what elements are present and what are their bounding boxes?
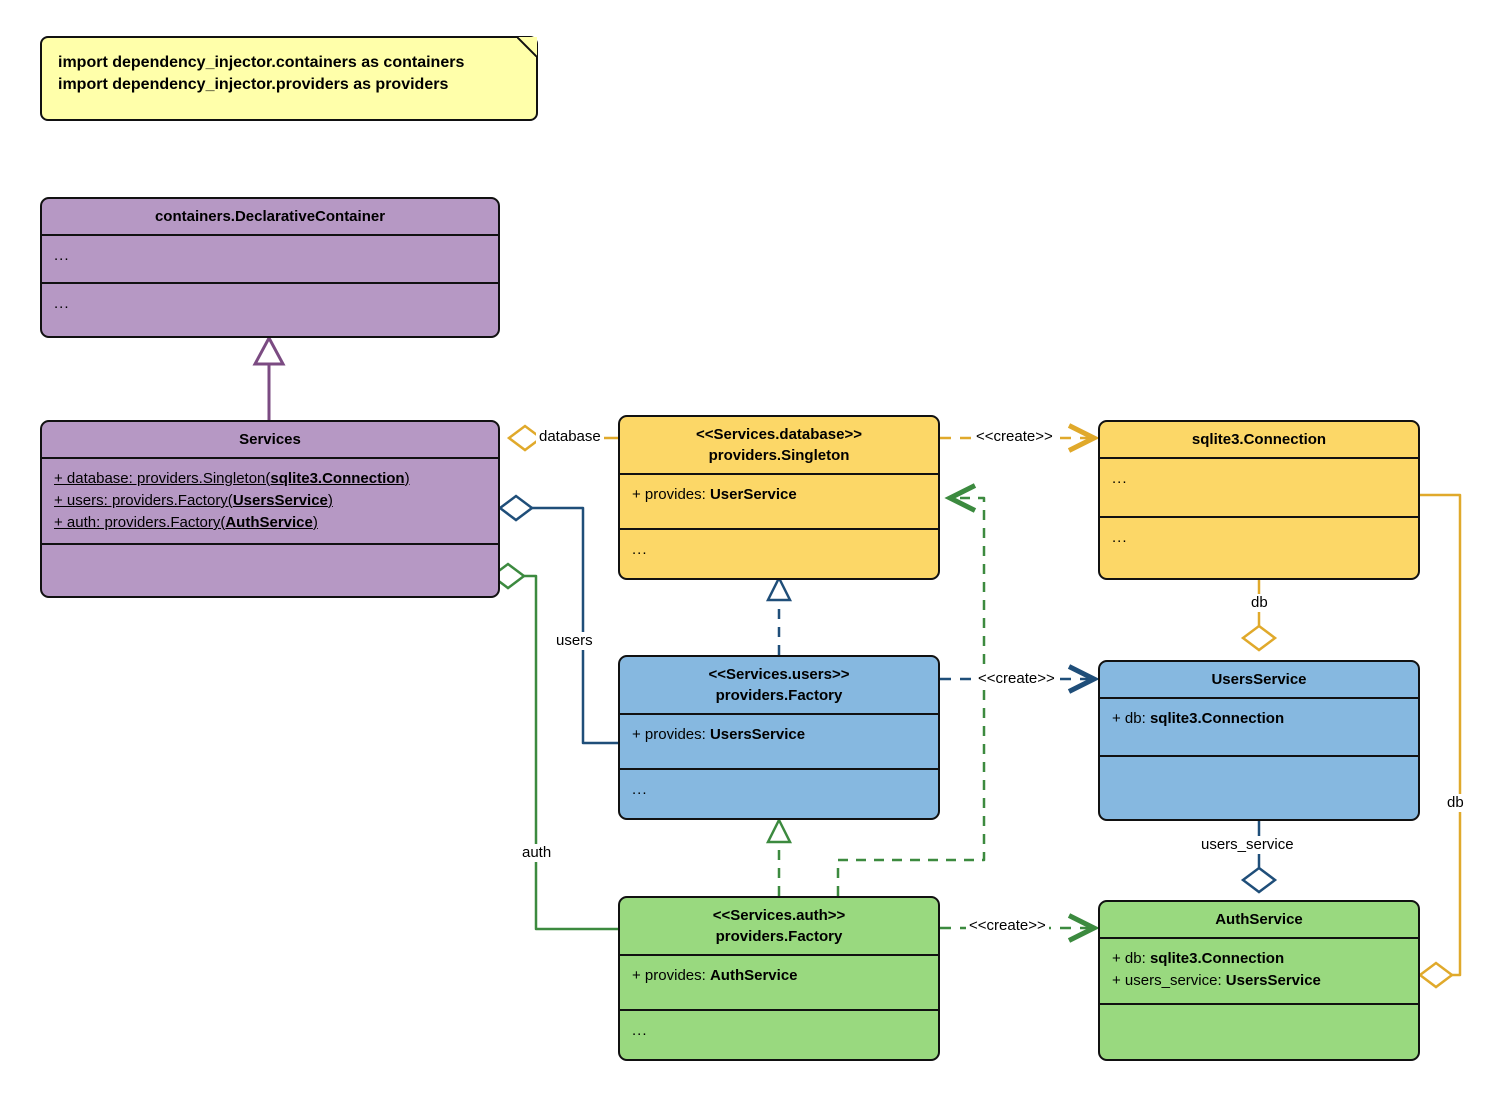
class-services-auth-provider-operations: ... bbox=[620, 1009, 938, 1059]
class-sqlite3-connection-attributes: ... bbox=[1112, 470, 1128, 487]
edge-generalization-services-declarativecontainer bbox=[252, 334, 286, 420]
class-services-users-provider-title: <<Services.users>> providers.Factory bbox=[620, 657, 938, 715]
attr-db: + db: sqlite3.Connection bbox=[1112, 710, 1285, 727]
class-services-attr-users: + users: providers.Factory(UsersService) bbox=[54, 492, 333, 509]
edge-label-create-database: <<create>> bbox=[973, 428, 1056, 446]
edge-dependency-users-database bbox=[765, 575, 793, 655]
import-note: import dependency_injector.containers as… bbox=[40, 36, 538, 121]
class-declarativecontainer-operations: ... bbox=[42, 282, 498, 332]
class-services-users-provider-operations: ... bbox=[620, 768, 938, 818]
class-sqlite3-connection[interactable]: sqlite3.Connection ... ... bbox=[1098, 420, 1420, 580]
class-sqlite3-connection-operations: ... bbox=[1100, 516, 1418, 576]
class-services-auth-provider[interactable]: <<Services.auth>> providers.Factory + pr… bbox=[618, 896, 940, 1061]
class-services-database-provider-attributes: + provides: UserService bbox=[620, 475, 938, 528]
class-services-auth-provider-attributes: + provides: AuthService bbox=[620, 956, 938, 1009]
class-authservice-title: AuthService bbox=[1100, 902, 1418, 939]
edge-association-services-users bbox=[497, 494, 618, 745]
class-usersservice-operations bbox=[1100, 755, 1418, 815]
attr-provides: + provides: UsersService bbox=[632, 726, 806, 743]
class-usersservice[interactable]: UsersService + db: sqlite3.Connection bbox=[1098, 660, 1420, 821]
class-usersservice-title: UsersService bbox=[1100, 662, 1418, 699]
class-authservice-operations bbox=[1100, 1003, 1418, 1051]
class-name-label: providers.Factory bbox=[715, 687, 843, 704]
edge-label-db-authservice: db bbox=[1444, 794, 1467, 812]
class-usersservice-attributes: + db: sqlite3.Connection bbox=[1100, 699, 1418, 755]
class-declarativecontainer-attributes: ... bbox=[54, 247, 70, 264]
edge-association-db-authservice bbox=[1417, 493, 1462, 989]
class-services-title: Services bbox=[42, 422, 498, 459]
class-services-database-provider[interactable]: <<Services.database>> providers.Singleto… bbox=[618, 415, 940, 580]
class-services-users-provider[interactable]: <<Services.users>> providers.Factory + p… bbox=[618, 655, 940, 820]
import-note-line-1: import dependency_injector.containers as… bbox=[58, 54, 465, 71]
attr-db: + db: sqlite3.Connection bbox=[1112, 950, 1285, 967]
stereotype-label: <<Services.database>> bbox=[696, 426, 862, 443]
class-services-operations bbox=[42, 543, 498, 583]
edge-label-users-service: users_service bbox=[1198, 836, 1297, 854]
edge-association-services-auth bbox=[489, 562, 618, 931]
edge-label-db-usersservice: db bbox=[1248, 594, 1271, 612]
class-authservice[interactable]: AuthService + db: sqlite3.Connection + u… bbox=[1098, 900, 1420, 1061]
class-services-database-provider-title: <<Services.database>> providers.Singleto… bbox=[620, 417, 938, 475]
import-note-line-2: import dependency_injector.providers as … bbox=[58, 76, 449, 93]
class-services-users-provider-attributes: + provides: UsersService bbox=[620, 715, 938, 768]
edge-label-database: database bbox=[536, 428, 604, 446]
class-name-label: providers.Factory bbox=[715, 928, 843, 945]
attr-provides: + provides: AuthService bbox=[632, 967, 798, 984]
stereotype-label: <<Services.auth>> bbox=[712, 907, 846, 924]
class-declarativecontainer[interactable]: containers.DeclarativeContainer ... ... bbox=[40, 197, 500, 338]
class-services-database-provider-operations: ... bbox=[620, 528, 938, 578]
class-declarativecontainer-title: containers.DeclarativeContainer bbox=[42, 199, 498, 236]
edge-label-users: users bbox=[553, 632, 596, 650]
edge-association-db-usersservice bbox=[1240, 580, 1278, 652]
class-services[interactable]: Services + database: providers.Singleton… bbox=[40, 420, 500, 598]
attr-provides: + provides: UserService bbox=[632, 486, 797, 503]
note-fold-icon bbox=[517, 37, 537, 57]
class-services-attr-database: + database: providers.Singleton(sqlite3.… bbox=[54, 470, 410, 487]
edge-label-create-users: <<create>> bbox=[975, 670, 1058, 688]
stereotype-label: <<Services.users>> bbox=[708, 666, 850, 683]
edge-label-auth: auth bbox=[519, 844, 555, 862]
attr-users-service: + users_service: UsersService bbox=[1112, 972, 1321, 989]
class-sqlite3-connection-title: sqlite3.Connection bbox=[1100, 422, 1418, 459]
class-authservice-attributes: + db: sqlite3.Connection + users_service… bbox=[1100, 939, 1418, 1003]
edge-association-usersservice-authservice bbox=[1240, 821, 1278, 894]
edge-label-create-auth: <<create>> bbox=[966, 917, 1049, 935]
class-services-auth-provider-title: <<Services.auth>> providers.Factory bbox=[620, 898, 938, 956]
class-services-attr-auth: + auth: providers.Factory(AuthService) bbox=[54, 514, 318, 531]
class-services-attributes: + database: providers.Singleton(sqlite3.… bbox=[42, 459, 498, 543]
class-name-label: providers.Singleton bbox=[708, 447, 850, 464]
edge-dependency-auth-users bbox=[765, 817, 793, 896]
